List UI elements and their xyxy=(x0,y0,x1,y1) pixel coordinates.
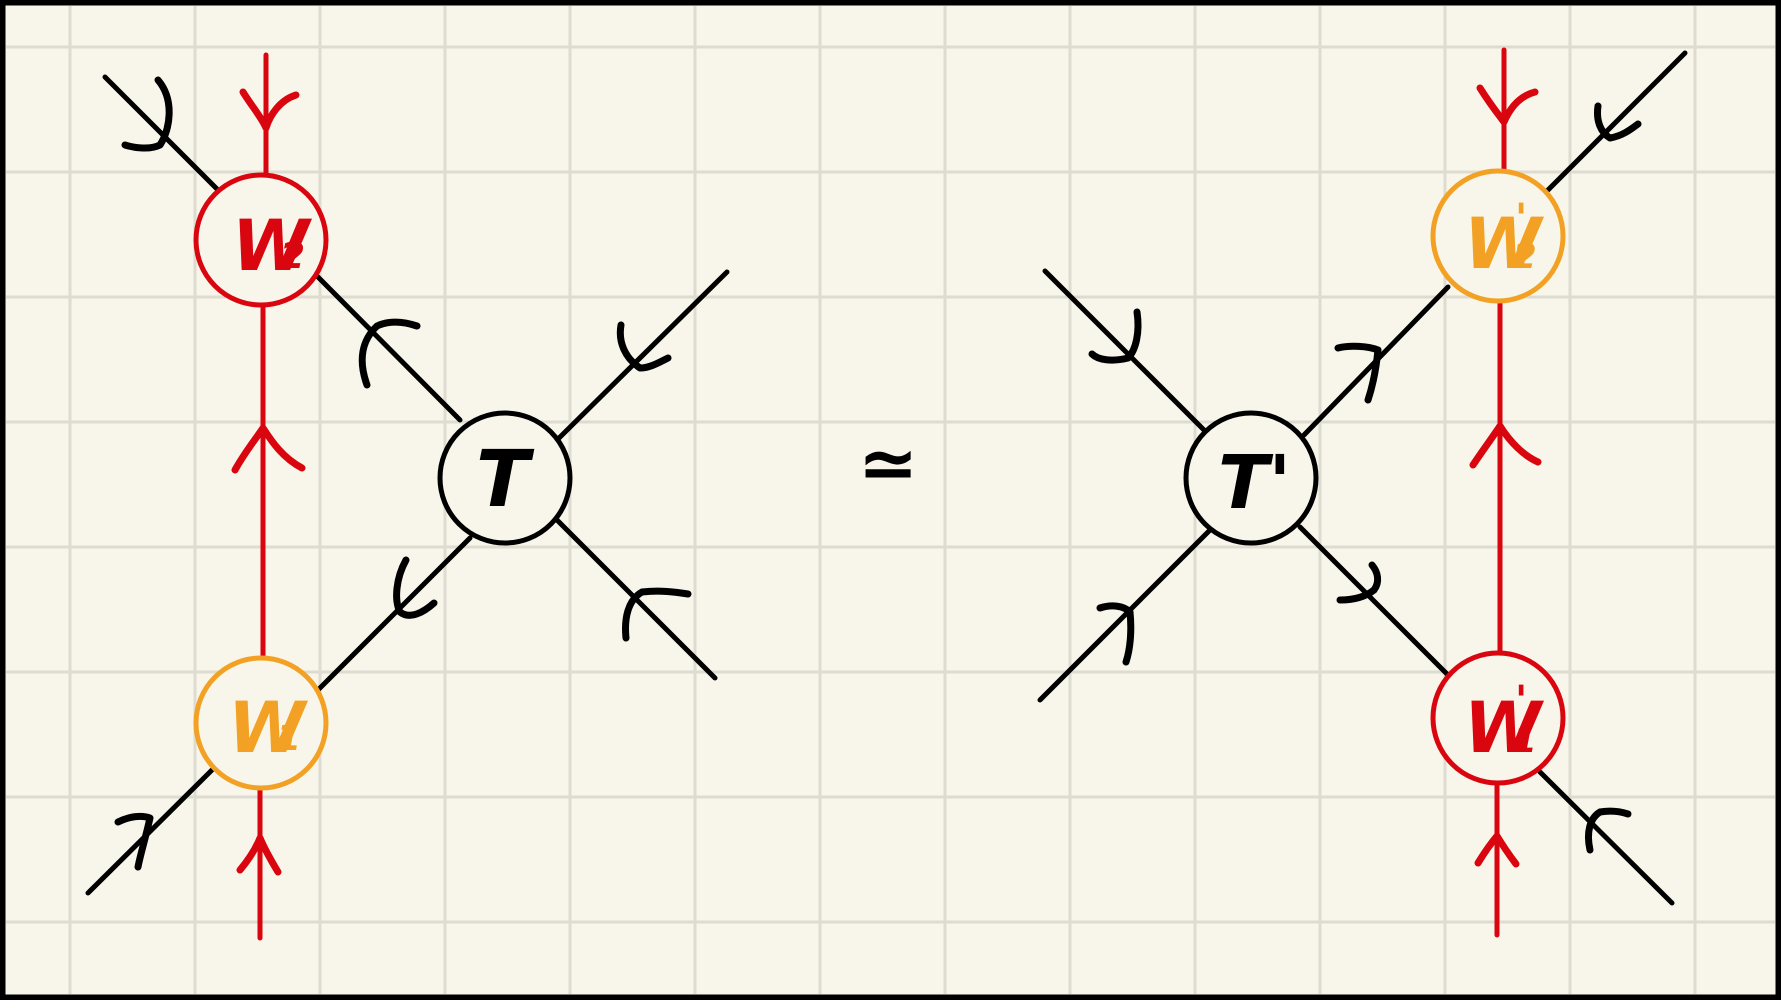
arrow-red-W2-top-down xyxy=(239,88,300,132)
node-Tp-label: T' xyxy=(1218,440,1291,526)
arrow-T-upper-left xyxy=(358,318,421,389)
node-W1-letter: W xyxy=(228,687,309,769)
node-W1: W 1 xyxy=(193,655,329,791)
leg-W2p-upper-right xyxy=(1545,50,1688,193)
leg-W2-upper-left xyxy=(102,74,221,193)
node-W2p-prime: ' xyxy=(1515,196,1527,242)
arrow-Tp-lower-right xyxy=(1336,561,1382,604)
arrow-W1-lower-left xyxy=(114,812,154,871)
node-T-prime: T' xyxy=(1183,410,1319,546)
node-W1-subscript: 1 xyxy=(276,718,301,759)
node-W2p-letter: W xyxy=(1464,203,1545,285)
arrow-red-W2p-top-down xyxy=(1476,84,1539,126)
leg-T-upper-right xyxy=(552,269,730,445)
arrow-Tp-lower-left xyxy=(1096,602,1135,666)
node-T: T xyxy=(437,410,573,546)
node-W2-subscript: 2 xyxy=(280,236,305,277)
arrow-W1p-lower-right xyxy=(1584,807,1632,854)
leg-T-lower-left xyxy=(315,535,473,693)
arrow-red-W1p-bottom-up xyxy=(1474,832,1520,868)
arrow-red-bond-up xyxy=(231,424,306,474)
node-W2-prime: W 2 ' xyxy=(1430,168,1566,304)
node-W1p-prime: ' xyxy=(1515,678,1527,724)
leg-W1p-lower-right xyxy=(1537,769,1675,906)
arrow-red-W1-bottom-up xyxy=(236,834,282,876)
approx-equal-symbol: ≃ xyxy=(858,421,918,505)
arrow-red-bond-up-right xyxy=(1469,422,1542,469)
node-T-label: T xyxy=(476,435,535,525)
leg-Tp-lower-right xyxy=(1297,524,1451,678)
left-diagram: W 2 T W 1 xyxy=(85,52,730,941)
node-W2-letter: W xyxy=(232,205,313,287)
node-W2: W 2 xyxy=(193,172,329,308)
arrow-T-lower-left xyxy=(393,556,438,619)
arrow-W2-upper-left-in xyxy=(121,76,173,152)
node-W1-prime: W 1 ' xyxy=(1430,650,1566,786)
leg-Tp-upper-left xyxy=(1042,268,1209,435)
arrow-Tp-upper-right xyxy=(1334,342,1382,404)
arrow-Tp-upper-left xyxy=(1088,308,1142,364)
leg-Tp-lower-left xyxy=(1037,527,1213,703)
node-W1p-letter: W xyxy=(1464,687,1545,769)
arrow-T-lower-right xyxy=(622,587,692,642)
node-W2p-subscript: 2 xyxy=(1513,237,1537,277)
arrow-T-upper-right xyxy=(616,321,672,372)
leg-W1-lower-left xyxy=(85,764,218,896)
right-diagram: W 2 ' T' W 1 ' xyxy=(1037,47,1688,938)
arrow-W2p-upper-right xyxy=(1594,102,1642,142)
leg-T-upper-left xyxy=(315,274,463,423)
node-W1p-subscript: 1 xyxy=(1513,721,1537,761)
